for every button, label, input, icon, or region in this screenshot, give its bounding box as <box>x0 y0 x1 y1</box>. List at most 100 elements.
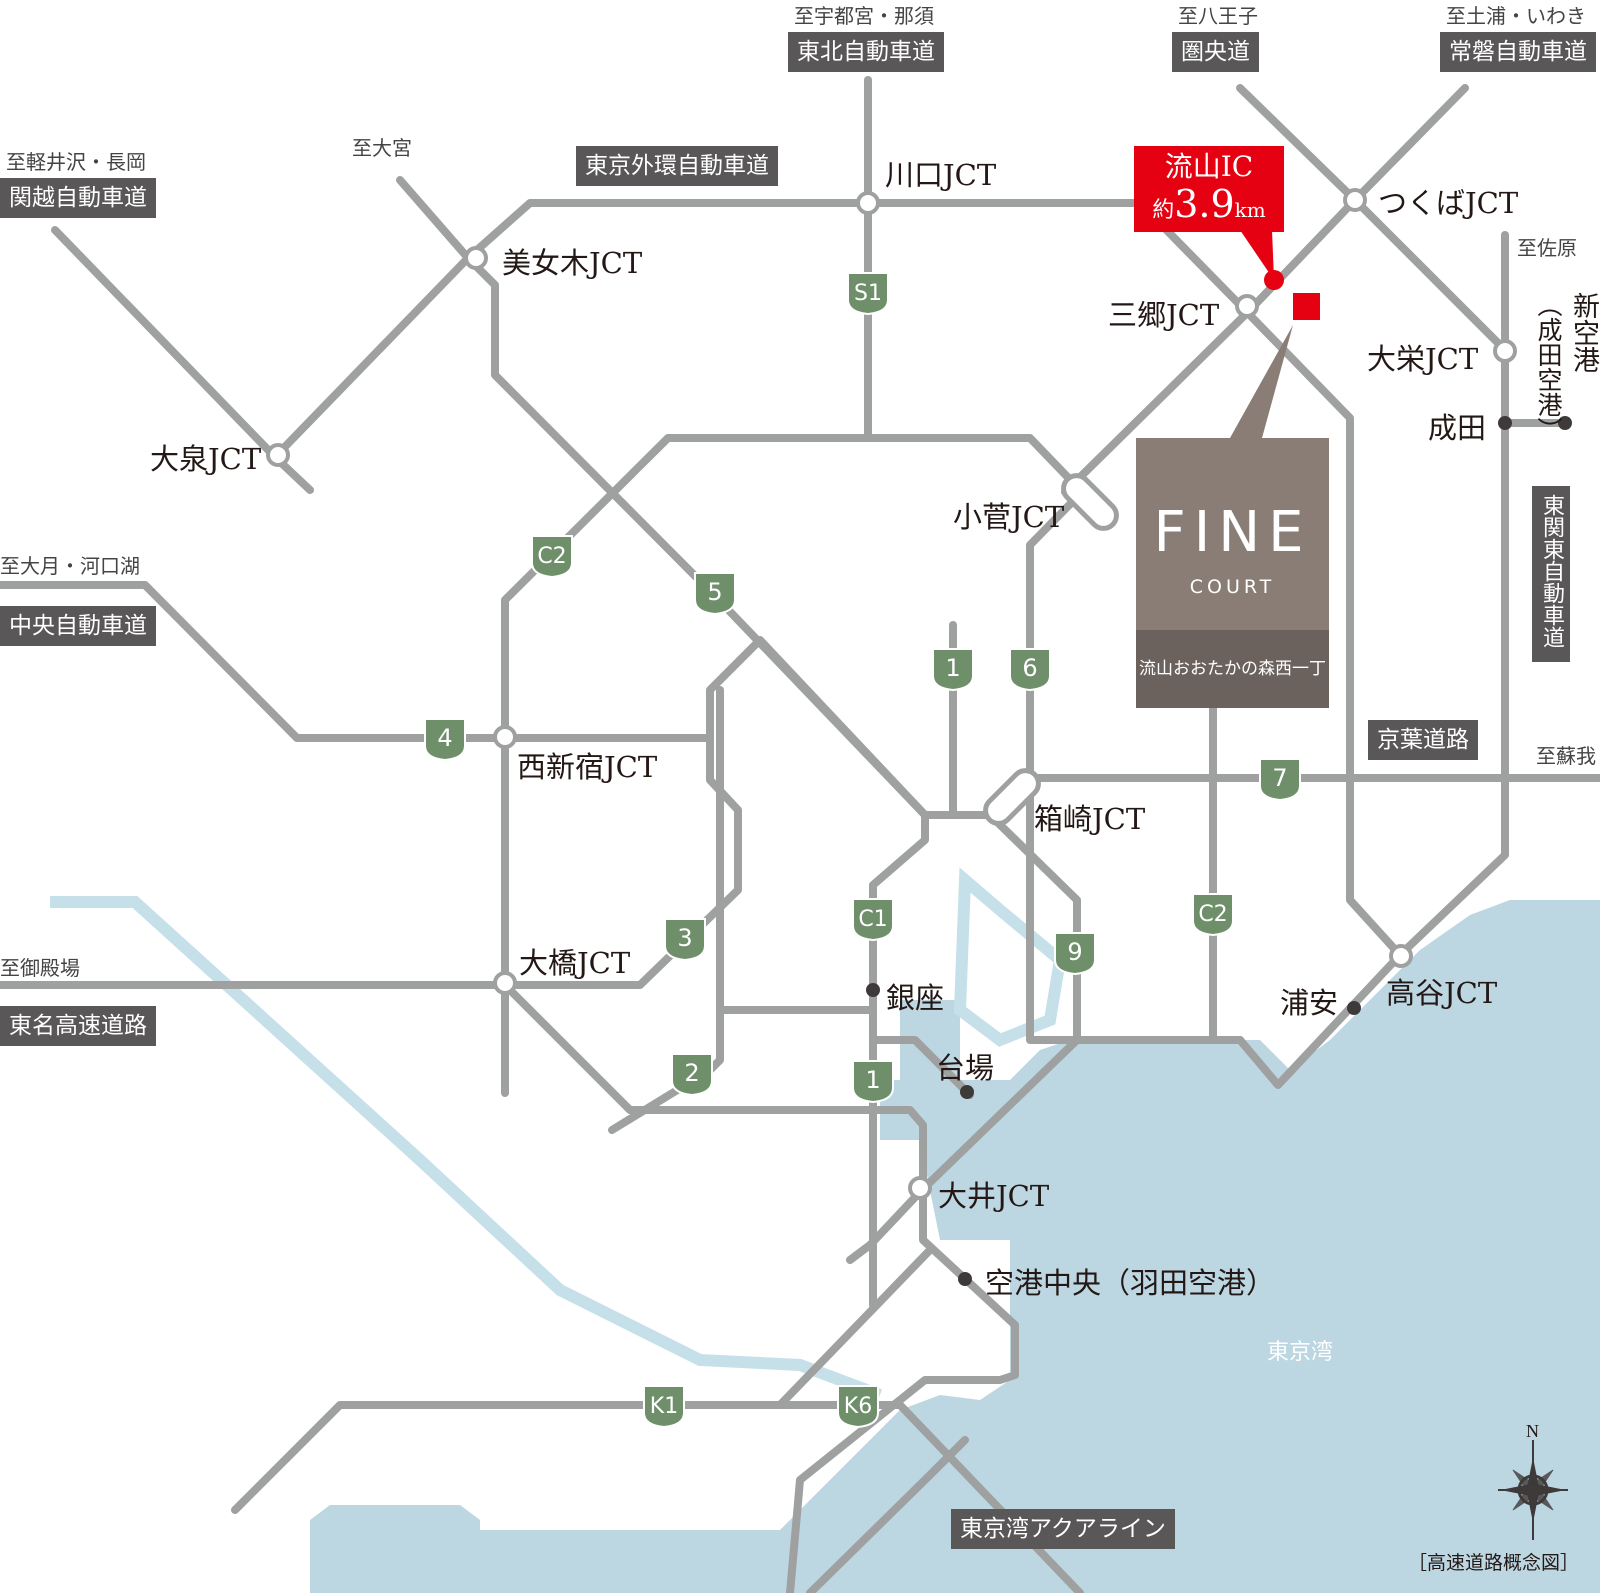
bijogi-jct-label: 美女木JCT <box>502 246 643 280</box>
ic-distance: 約3.9km <box>1134 184 1284 231</box>
kawaguchi-jct-label: 川口JCT <box>885 158 997 192</box>
daiba-node <box>960 1085 974 1099</box>
tsukuba-jct-node <box>1343 188 1367 212</box>
ic-distance-prefix: 約 <box>1152 198 1175 223</box>
hakozaki-jct-label: 箱崎JCT <box>1034 802 1146 836</box>
tokyo-bay <box>310 900 1600 1593</box>
dest-kenodo: 至八王子 <box>1178 4 1258 28</box>
dest-sawara: 至佐原 <box>1517 236 1577 260</box>
chuo-expressway-label: 中央自動車道 <box>0 606 156 646</box>
taiei-jct-node <box>1493 339 1517 363</box>
new-airport-label: 新空港 <box>1568 292 1599 373</box>
route-shield-label: 3 <box>677 924 692 952</box>
compass-north-label: N <box>1526 1421 1539 1441</box>
harbor-shapes <box>953 867 1067 1047</box>
dest-tohoku: 至宇都宮・那須 <box>794 4 934 28</box>
dest-kanetsu: 至軽井沢・長岡 <box>6 150 146 174</box>
route-shield-label: 1 <box>945 654 960 682</box>
kenodo-label: 圏央道 <box>1172 32 1259 72</box>
haneda-node <box>958 1272 972 1286</box>
bijogi-jct-node <box>464 246 488 270</box>
haneda-airport-label: 空港中央（羽田空港） <box>985 1266 1276 1300</box>
takaya-jct-label: 高谷JCT <box>1386 976 1498 1010</box>
property-address: 流山おおたかの森西一丁目 <box>1136 630 1329 757</box>
ginza-node <box>866 983 880 997</box>
narita-airport-paren-label: （成田空港） <box>1534 292 1563 442</box>
higashikanto-text: 東関東自動車道 <box>1539 494 1564 648</box>
property-marker <box>1293 293 1320 320</box>
route-shield-label: 6 <box>1022 654 1037 682</box>
route-shield-label: 7 <box>1272 764 1287 792</box>
route-shield-5: 5 <box>694 572 736 616</box>
map-caption: ［高速道路概念図］ <box>1408 1552 1580 1574</box>
oizumi-jct-label: 大泉JCT <box>150 442 262 476</box>
misato-jct-label: 三郷JCT <box>1108 298 1220 332</box>
route-shield-C2: C2 <box>1192 893 1234 937</box>
route-shield-6: 6 <box>1009 648 1051 692</box>
tohoku-expressway-label: 東北自動車道 <box>788 32 944 72</box>
route-shield-C2: C2 <box>531 535 573 579</box>
kanetsu-expressway-label: 関越自動車道 <box>0 178 156 218</box>
route-shield-label: 5 <box>707 578 722 606</box>
nishishinjuku-jct-label: 西新宿JCT <box>517 750 658 784</box>
taiei-jct-label: 大栄JCT <box>1367 342 1479 376</box>
property-subtitle: COURT <box>1189 576 1276 598</box>
dest-omiya: 至大宮 <box>352 136 412 160</box>
route-shield-label: 2 <box>684 1059 699 1087</box>
oi-jct-node <box>908 1176 932 1200</box>
tokyo-bay-label: 東京湾 <box>1267 1340 1334 1365</box>
urayasu-label: 浦安 <box>1280 986 1339 1020</box>
ic-distance-unit: km <box>1234 198 1266 222</box>
route-shield-label: C1 <box>858 907 887 932</box>
compass-icon <box>1498 1440 1568 1540</box>
route-shield-K1: K1 <box>643 1385 685 1429</box>
route-shield-S1: S1 <box>847 272 889 316</box>
route-shield-label: 1 <box>865 1066 880 1094</box>
route-shield-label: S1 <box>854 281 882 306</box>
route-shield-label: C2 <box>537 544 566 569</box>
route-shield-3: 3 <box>664 918 706 962</box>
route-shield-4: 4 <box>424 718 466 762</box>
keiyo-road-label: 京葉道路 <box>1368 720 1478 760</box>
callout-pointer <box>1240 230 1274 280</box>
route-shield-label: K6 <box>844 1394 872 1419</box>
route-shield-label: K1 <box>650 1394 678 1419</box>
narita-node <box>1498 416 1512 430</box>
route-shield-label: 4 <box>437 724 452 752</box>
daiba-label: 台場 <box>936 1051 995 1085</box>
takaya-jct-node <box>1389 944 1413 968</box>
dest-tomei: 至御殿場 <box>0 956 80 980</box>
route-shield-7: 7 <box>1259 758 1301 802</box>
nagareyama-ic-node <box>1264 270 1284 290</box>
ic-distance-value: 3.9 <box>1174 182 1235 226</box>
property-info-box: FINE COURT 流山おおたかの森西一丁目 <box>1136 438 1329 757</box>
higashikanto-expressway-label: 東関東自動車道 <box>1532 486 1570 662</box>
misato-jct-node <box>1235 294 1259 318</box>
dest-soga: 至蘇我 <box>1536 744 1596 768</box>
tomei-expressway-label: 東名高速道路 <box>0 1006 156 1046</box>
ohashi-jct-node <box>493 971 517 995</box>
route-shield-C1: C1 <box>852 898 894 942</box>
oi-jct-label: 大井JCT <box>938 1179 1050 1213</box>
ic-name: 流山IC <box>1164 150 1254 183</box>
ohashi-jct-label: 大橋JCT <box>519 946 631 980</box>
route-shield-1: 1 <box>852 1060 894 1104</box>
hakozaki-capsule <box>983 768 1041 826</box>
nishishinjuku-jct-node <box>493 725 517 749</box>
route-shield-K6: K6 <box>837 1385 879 1429</box>
route-shield-label: 9 <box>1067 938 1082 966</box>
nagareyama-ic-callout: 流山IC 約3.9km <box>1134 146 1284 232</box>
joban-expressway-label: 常磐自動車道 <box>1440 32 1596 72</box>
route-shield-2: 2 <box>671 1053 713 1097</box>
narita-label: 成田 <box>1428 411 1487 445</box>
tama-river <box>50 896 883 1401</box>
urayasu-node <box>1347 1001 1361 1015</box>
aqualine-label: 東京湾アクアライン <box>951 1509 1175 1549</box>
kawaguchi-jct-node <box>856 191 880 215</box>
soga-end-node <box>1558 416 1572 430</box>
route-shield-1: 1 <box>932 648 974 692</box>
dest-chuo: 至大月・河口湖 <box>0 554 140 578</box>
tsukuba-jct-label: つくばJCT <box>1378 186 1519 220</box>
route-shield-label: C2 <box>1198 902 1227 927</box>
ginza-label: 銀座 <box>886 981 945 1015</box>
